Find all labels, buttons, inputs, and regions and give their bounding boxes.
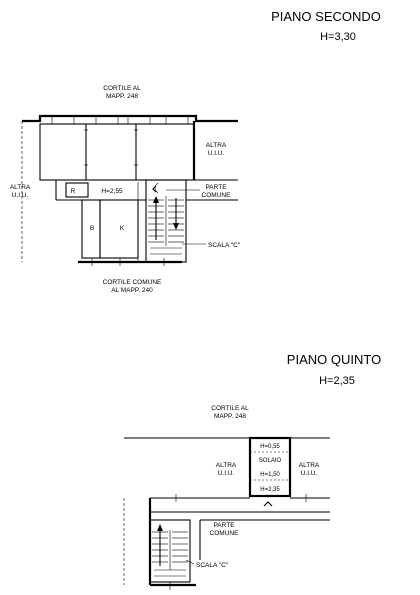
floor-2-other-unit-right-line2: U.I.U. — [208, 150, 225, 157]
floor-5-attic-solaio: SOLAIO — [259, 458, 282, 464]
floor-2-room-height: H=2,55 — [101, 188, 123, 195]
floor-2-title: PIANO SECONDO — [271, 9, 381, 24]
floor-5-attic-height-1: H=0,55 — [260, 444, 280, 450]
floor-2-courtyard-top-line1: CORTILE AL — [103, 85, 141, 92]
floor-2-other-unit-left-line2: U.I.U. — [12, 192, 29, 199]
floor-5-courtyard-top-line2: MAPP. 248 — [214, 413, 246, 420]
floor-2-room-k: K — [120, 225, 125, 232]
floor-2-walls — [21, 114, 238, 266]
floor-5-section: PIANO QUINTO H=2,35 CORTILE AL MAPP. 248 — [123, 352, 381, 590]
floor-2-common-line1: PARTE — [205, 184, 227, 191]
floor-2-section: PIANO SECONDO H=3,30 CORTILE AL MAPP. 24… — [10, 9, 381, 294]
floor-5-common-line2: COMUNE — [210, 530, 240, 537]
floor-2-stair-label: SCALA "C" — [208, 242, 241, 249]
floor-5-attic-height-3: H=2,35 — [260, 487, 280, 493]
floor-2-courtyard-bottom-line2: AL MAPP. 240 — [111, 287, 153, 294]
floor-5-stair-label: SCALA "C" — [196, 562, 229, 569]
floor-5-other-unit-right-line2: U.I.U. — [301, 470, 318, 477]
floor-2-room-r: R — [71, 188, 76, 195]
floor-2-height: H=3,30 — [320, 31, 356, 43]
floor-5-attic-height-2: H=1,50 — [260, 472, 280, 478]
floor-5-height: H=2,35 — [319, 375, 355, 387]
floor-2-courtyard-bottom-line1: CORTILE COMUNE — [103, 279, 162, 286]
floor-5-other-unit-left-line2: U.I.U. — [218, 470, 235, 477]
floor-5-title: PIANO QUINTO — [287, 352, 381, 367]
floor-5-courtyard-top-line1: CORTILE AL — [211, 405, 249, 412]
floor-2-room-b: B — [90, 225, 94, 232]
floor-2-courtyard-top-line2: MAPP. 248 — [106, 93, 138, 100]
floor-5-other-unit-right-line1: ALTRA — [299, 462, 320, 469]
floor-5-stair-leader — [185, 559, 195, 565]
floor-5-walls — [123, 436, 330, 590]
floor-2-other-unit-left-line1: ALTRA — [10, 184, 31, 191]
floor-2-common-line2: COMUNE — [202, 192, 232, 199]
floor-5-other-unit-left-line1: ALTRA — [216, 462, 237, 469]
floor-5-common-line1: PARTE — [213, 522, 235, 529]
floor-2-other-unit-right-line1: ALTRA — [206, 142, 227, 149]
floor-5-slope-arrow-icon — [263, 501, 273, 507]
